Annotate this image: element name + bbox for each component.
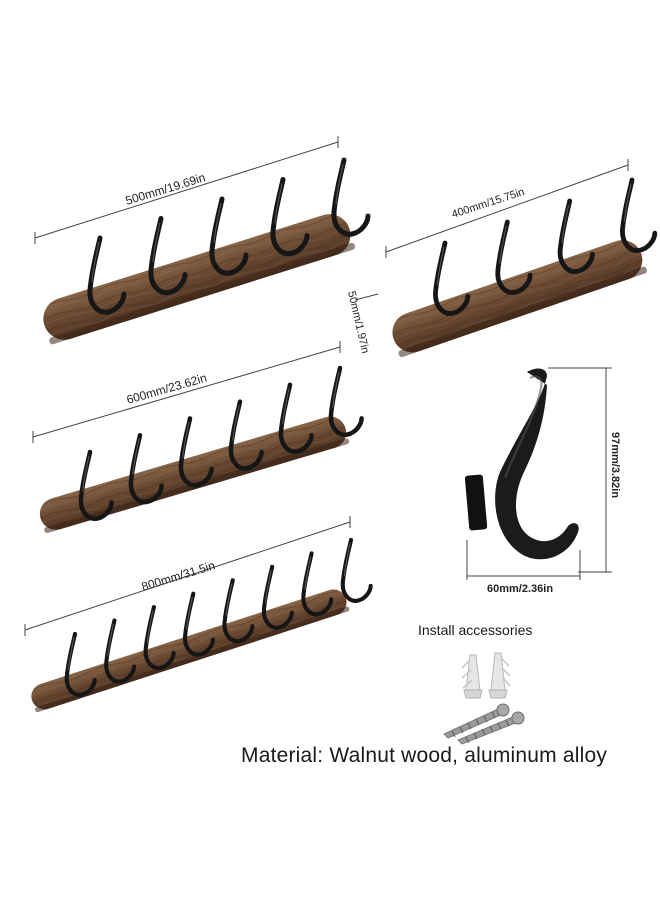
hook-highlight [67, 637, 75, 671]
hook-highlight [146, 610, 154, 644]
hook-width-label: 60mm/2.36in [487, 583, 553, 595]
hooks-group [64, 537, 373, 697]
hooks-group [78, 365, 364, 522]
hook-highlight [561, 204, 570, 243]
dimension-line-600 [32, 346, 341, 438]
hook-highlight [232, 405, 240, 442]
hook-detail-shape [495, 368, 579, 560]
hook-detail: 97mm/3.82in 60mm/2.36in [464, 367, 621, 595]
hook-highlight [186, 596, 193, 630]
hook-highlight [182, 421, 190, 459]
coat-hook-icon [340, 537, 373, 603]
hook-highlight [282, 388, 290, 425]
hook-height-label: 97mm/3.82in [609, 432, 621, 498]
hook-highlight [132, 438, 140, 475]
rack-500mm: 500mm/19.69in [34, 136, 371, 345]
hook-highlight [274, 183, 283, 224]
hooks-group [87, 157, 371, 315]
accessories-label: Install accessories [418, 622, 533, 638]
wall-anchor-icon [488, 652, 511, 699]
hook-highlight [107, 623, 114, 657]
dimension-label-800: 800mm/31.5in [140, 558, 217, 594]
hook-highlight [332, 371, 340, 408]
coat-hook-icon [620, 177, 658, 253]
rack-400mm: 400mm/15.75in [385, 159, 658, 358]
hook-highlight [623, 183, 632, 222]
wall-anchor-icon [461, 654, 483, 699]
dimension-label-500: 500mm/19.69in [124, 170, 207, 208]
rack-height-label: 50mm/1.97in [345, 290, 371, 355]
hook-highlight [343, 543, 351, 577]
screw-icon [443, 703, 510, 739]
hook-highlight [91, 241, 100, 283]
hook-highlight [213, 202, 222, 244]
hook-highlight [265, 570, 272, 603]
hook-highlight [499, 225, 507, 264]
screw-icon [457, 711, 525, 745]
hook-highlight [82, 455, 90, 492]
hook-highlight [152, 222, 161, 263]
dimension-line-500 [34, 141, 339, 239]
dimension-line-800 [24, 521, 351, 631]
hook-highlight [436, 246, 445, 285]
rack-800mm: 800mm/31.5in [24, 516, 373, 713]
hooks-group [433, 177, 658, 316]
material-text: Material: Walnut wood, aluminum alloy [241, 744, 608, 767]
hook-highlight [304, 556, 312, 590]
rack-600mm: 600mm/23.62in [32, 341, 364, 533]
install-accessories-illustration [443, 652, 525, 745]
dimension-line-400 [385, 164, 629, 253]
rack-height-dimension: 50mm/1.97in [345, 290, 379, 355]
hook-mount-plate [464, 474, 488, 531]
hook-highlight [335, 163, 344, 205]
hook-highlight [225, 583, 233, 617]
